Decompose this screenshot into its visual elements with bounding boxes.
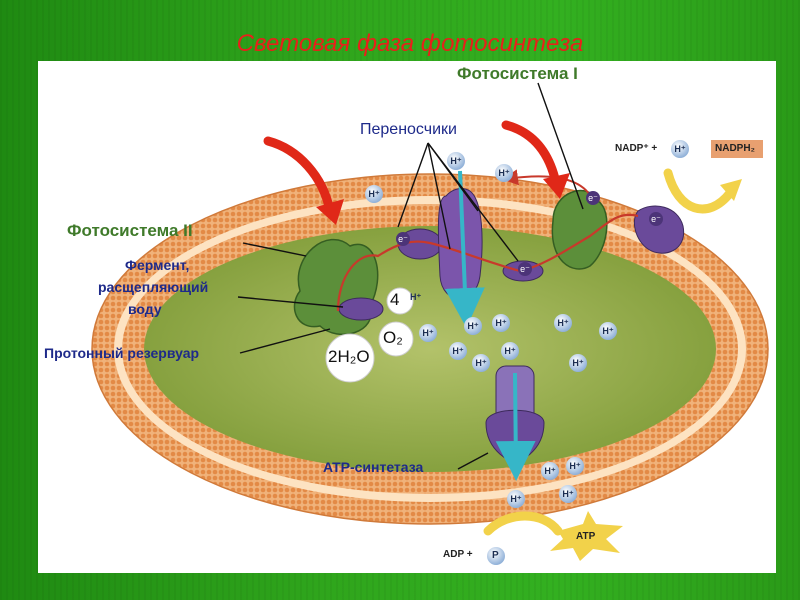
phosphate-circle bbox=[487, 547, 505, 565]
svg-text:H⁺: H⁺ bbox=[674, 144, 685, 154]
atp-arrow bbox=[483, 511, 563, 536]
svg-text:e⁻: e⁻ bbox=[520, 264, 530, 274]
atp-synthase-label: ATP-синтетаза bbox=[323, 459, 424, 475]
leader-lines bbox=[237, 82, 584, 470]
svg-text:e⁻: e⁻ bbox=[651, 214, 661, 224]
svg-text:H⁺: H⁺ bbox=[602, 326, 613, 336]
four-count: 4 bbox=[390, 290, 400, 309]
thylakoid-diagram: H⁺ H⁺ H⁺ H⁺ H⁺ H⁺ H⁺ H⁺ H⁺ H⁺ H⁺ H⁺ H⁺ H… bbox=[91, 82, 769, 565]
enzyme-label-line3: воду bbox=[128, 301, 162, 317]
nadp-reductase bbox=[633, 205, 685, 254]
proton-flow-arrow-carrier bbox=[444, 170, 485, 328]
electron-transport-path bbox=[336, 213, 639, 312]
nadph-box bbox=[711, 140, 763, 158]
svg-text:H⁺: H⁺ bbox=[467, 321, 478, 331]
photosystem-1-label: Фотосистема I bbox=[457, 64, 578, 83]
lumen bbox=[144, 226, 716, 472]
svg-text:H⁺: H⁺ bbox=[569, 461, 580, 471]
enzyme-label-line2: расщепляющий bbox=[98, 279, 209, 295]
svg-text:H⁺: H⁺ bbox=[510, 494, 521, 504]
svg-text:H⁺: H⁺ bbox=[495, 318, 506, 328]
carriers-label: Переносчики bbox=[360, 121, 457, 138]
slide-title: Световая фаза фотосинтеза bbox=[236, 30, 584, 57]
svg-text:H⁺: H⁺ bbox=[368, 189, 379, 199]
electron-markers: e⁻ e⁻ e⁻ e⁻ bbox=[396, 191, 663, 276]
light-arrow-ps1 bbox=[501, 120, 561, 188]
proton-bubbles: H⁺ H⁺ H⁺ H⁺ H⁺ H⁺ H⁺ H⁺ H⁺ H⁺ H⁺ H⁺ H⁺ H… bbox=[365, 140, 689, 508]
svg-text:H⁺: H⁺ bbox=[557, 318, 568, 328]
nadp-label: NADP⁺ + bbox=[615, 143, 658, 154]
water-label: 2H₂O bbox=[328, 347, 370, 366]
svg-text:H⁺: H⁺ bbox=[422, 328, 433, 338]
svg-text:e⁻: e⁻ bbox=[588, 193, 598, 203]
proton-reservoir-label: Протонный резервуар bbox=[44, 345, 200, 361]
water-splitting-enzyme bbox=[338, 297, 384, 321]
oxygen-label: O₂ bbox=[383, 328, 403, 347]
nadph-arrow bbox=[663, 168, 735, 214]
atp-star bbox=[550, 511, 623, 561]
nadph-label: NADPH₂ bbox=[715, 143, 755, 154]
photosystem-2-label: Фотосистема II bbox=[67, 221, 193, 240]
water-products bbox=[325, 287, 414, 383]
diagram-panel: H⁺ H⁺ H⁺ H⁺ H⁺ H⁺ H⁺ H⁺ H⁺ H⁺ H⁺ H⁺ H⁺ H… bbox=[38, 61, 776, 573]
svg-text:H⁺: H⁺ bbox=[452, 346, 463, 356]
proton-flow-arrow-synthase bbox=[495, 372, 536, 481]
enzyme-label-line1: Фермент, bbox=[125, 257, 190, 273]
atp-label: ATP bbox=[576, 531, 596, 542]
svg-text:H⁺: H⁺ bbox=[572, 358, 583, 368]
svg-text:H⁺: H⁺ bbox=[504, 346, 515, 356]
thylakoid-membrane bbox=[91, 173, 769, 525]
phosphate-label: P bbox=[492, 550, 499, 561]
svg-text:e⁻: e⁻ bbox=[398, 234, 408, 244]
adp-label: ADP + bbox=[443, 549, 473, 560]
svg-text:H⁺: H⁺ bbox=[450, 156, 461, 166]
four-proton: H⁺ bbox=[410, 292, 422, 302]
svg-text:H⁺: H⁺ bbox=[562, 489, 573, 499]
svg-text:H⁺: H⁺ bbox=[544, 466, 555, 476]
light-arrow-ps2 bbox=[263, 136, 335, 216]
svg-text:H⁺: H⁺ bbox=[498, 168, 509, 178]
svg-text:H⁺: H⁺ bbox=[475, 358, 486, 368]
